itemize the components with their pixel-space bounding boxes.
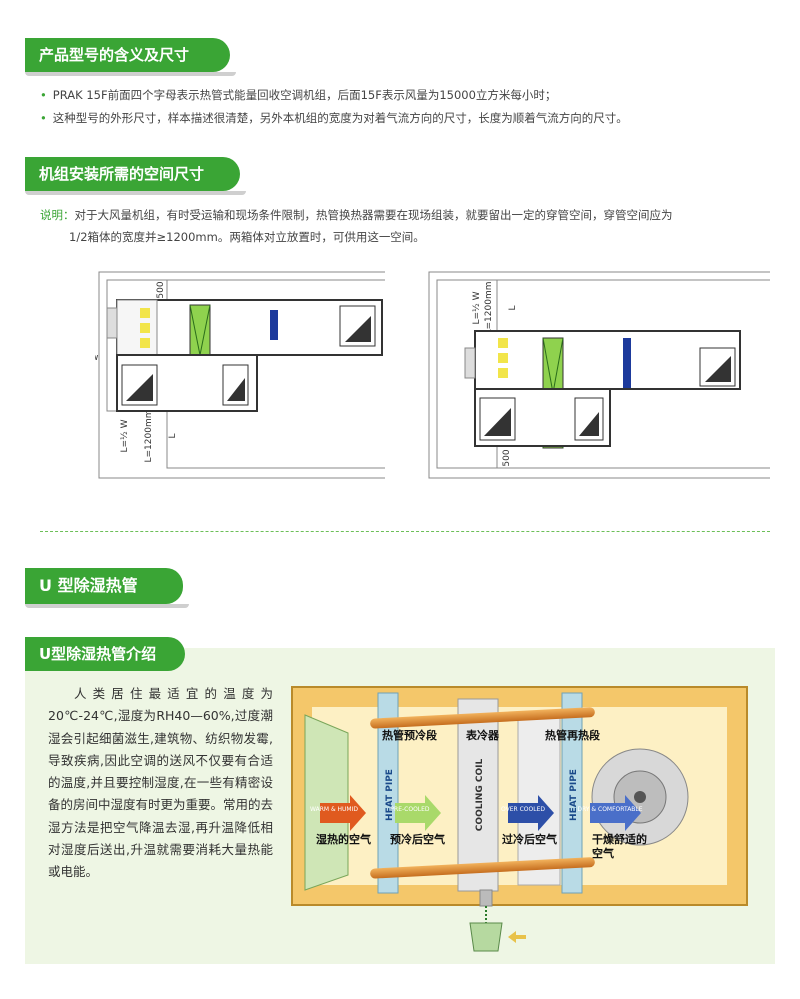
dim-1200-right: L=1200mm	[484, 282, 494, 335]
label-precooled-cn: 预冷后空气	[390, 832, 445, 846]
section-title-u-intro: U型除湿热管介绍	[25, 637, 191, 675]
dim-l-left: L	[168, 433, 178, 438]
dim-w-left: w	[95, 353, 98, 363]
arrow-warm-humid-en: WARM & HUMID	[310, 806, 358, 813]
dim-l-right: L	[508, 305, 518, 310]
section-title-u-heat-pipe: U 型除湿热管	[25, 568, 189, 608]
intro-paragraph: 人类居住最适宜的温度为20℃-24℃,湿度为RH40—60%,过度潮湿会引起细菌…	[48, 686, 274, 880]
dim-half-w-left: L=½ W	[120, 419, 130, 452]
bullet-model-dimensions: •这种型号的外形尺寸，样本描述很清楚，另外本机组的宽度为对着气流方向的尺寸，长度…	[40, 111, 628, 125]
section-title-model: 产品型号的含义及尺寸	[25, 38, 236, 76]
dim-half-w-right: L=½ W	[472, 291, 482, 324]
arrow-precooled-en: PRE-COOLED	[390, 806, 430, 813]
arrow-dry-comfortable-en: DRY & COMFORTABLE	[577, 806, 642, 813]
dim-1200-left: L=1200mm	[144, 410, 154, 463]
label-cooler: 表冷器	[465, 728, 500, 742]
install-diagram-left: 500 w L=½ W L=1200mm L	[95, 271, 385, 479]
dehumidification-diagram: HEAT PIPE COOLING COIL HEAT PIPE WARM & …	[291, 686, 748, 952]
label-precool-section: 热管预冷段	[382, 728, 437, 742]
arrow-overcooled-en: OVER COOLED	[501, 806, 545, 813]
label-dry-comfortable-cn-2: 空气	[592, 846, 614, 860]
bullet-model-meaning: •PRAK 15F前面四个字母表示热管式能量回收空调机组，后面15F表示风量为1…	[40, 88, 557, 102]
dim-500-right: 500	[502, 449, 512, 466]
cooling-coil-label: COOLING COIL	[475, 759, 485, 832]
install-diagram-right: L=½ W L=1200mm L 500	[428, 271, 770, 479]
dim-500-left: 500	[156, 281, 166, 298]
heat-pipe-label-1: HEAT PIPE	[385, 769, 395, 821]
label-dry-comfortable-cn-1: 干燥舒适的	[592, 832, 647, 846]
install-note: 说明：对于大风量机组，有时受运输和现场条件限制，热管换热器需要在现场组装，就要留…	[40, 208, 673, 244]
label-reheat-section: 热管再热段	[545, 728, 600, 742]
label-overcooled-cn: 过冷后空气	[502, 832, 557, 846]
label-warm-humid-cn: 湿热的空气	[316, 832, 371, 846]
section-divider	[40, 531, 770, 532]
section-title-install-space: 机组安装所需的空间尺寸	[25, 157, 246, 195]
heat-pipe-label-2: HEAT PIPE	[569, 769, 579, 821]
